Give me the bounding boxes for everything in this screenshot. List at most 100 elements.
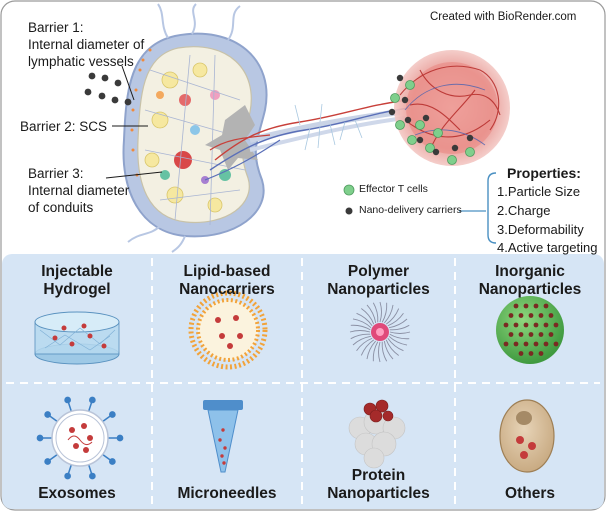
surface-dot [503, 322, 509, 328]
polymer-chain [389, 324, 410, 331]
surface-dot [528, 313, 534, 318]
property-2: 2.Charge [497, 203, 551, 218]
polymer-chain [352, 335, 372, 346]
exosome-spike-tip [116, 434, 124, 442]
category-exosomes-line-1: Exosomes [38, 485, 116, 502]
category-protein-line-1: Protein [351, 467, 406, 484]
property-4: 4.Active targeting [497, 240, 598, 255]
barrier-1-line-1: Barrier 1: [28, 20, 84, 35]
category-hydrogel: Injectable Hydrogel [4, 263, 150, 299]
polymer-chain [379, 301, 382, 323]
category-hydrogel-line-1: Injectable [41, 263, 113, 280]
polymer-chain [356, 312, 373, 327]
category-lipid-line-2: Nanocarriers [179, 281, 275, 298]
barrier-1-label: Barrier 1: Internal diameter of lymphati… [28, 19, 144, 70]
exosome-spike-tip [44, 458, 51, 465]
surface-dot [513, 322, 519, 328]
surface-dot [548, 313, 554, 318]
surface-dot [538, 351, 544, 356]
polymer-chain [381, 302, 388, 323]
category-protein: Protein Nanoparticles [304, 467, 453, 503]
surface-dot [523, 303, 529, 309]
polymer-chain [350, 333, 371, 340]
polymer-chain [381, 341, 388, 362]
polymer-chain [378, 341, 381, 363]
barrier-3-line-2: Internal diameter [28, 183, 130, 198]
category-inorganic-line-1: Inorganic [495, 263, 565, 280]
inorganic-nanoparticle-icon [496, 296, 564, 364]
barrier-3-line-1: Barrier 3: [28, 166, 84, 181]
polymer-chain [372, 302, 379, 323]
category-others-line-1: Others [505, 485, 555, 502]
surface-dot [533, 341, 539, 347]
polymer-chain [389, 331, 411, 334]
surface-dot [503, 341, 509, 347]
surface-dot [518, 351, 524, 356]
polymer-chain [389, 333, 410, 340]
exosome-spike-tip [109, 458, 116, 465]
polymer-chain [361, 308, 375, 325]
category-microneedles-line-1: Microneedles [177, 485, 277, 502]
property-3: 3.Deformability [497, 222, 584, 237]
polymer-chain [360, 339, 375, 356]
category-exosomes: Exosomes [4, 485, 150, 503]
category-inorganic: Inorganic Nanoparticles [457, 263, 603, 299]
exosome-spike-tip [89, 472, 96, 480]
polymer-chain [383, 340, 394, 360]
surface-dot [553, 322, 559, 328]
surface-dot [533, 303, 539, 309]
category-polymer-line-2: Nanoparticles [327, 281, 430, 298]
exosome-spike-tip [64, 396, 71, 404]
legend-carrier-icon [345, 207, 353, 215]
surface-dot [518, 332, 524, 337]
surface-dot [508, 332, 514, 337]
polymer-chain [372, 341, 379, 362]
lymph-node [122, 3, 268, 253]
surface-dot [543, 322, 549, 328]
surface-dot [528, 351, 534, 356]
properties-bracket [487, 172, 497, 244]
exosome-spike-tip [89, 396, 96, 404]
surface-dot [513, 341, 519, 347]
barrier-3-label: Barrier 3: Internal diameter of conduits [28, 165, 129, 216]
polymer-chain [387, 337, 404, 352]
surface-dot [528, 332, 534, 337]
barrier-1-line-2: Internal diameter of [28, 37, 145, 52]
surface-dot [543, 303, 549, 309]
surface-dot [543, 341, 549, 347]
category-polymer-line-1: Polymer [347, 263, 410, 280]
barrier-3-line-3: of conduits [28, 200, 94, 215]
barrier-pointers [105, 65, 163, 179]
polymer-chain [387, 313, 404, 327]
protein-nanoparticle-icon [348, 399, 406, 469]
category-inorganic-line-2: Nanoparticles [478, 281, 582, 298]
exosome-spike-tip [109, 411, 116, 418]
polymer-chain [388, 318, 408, 329]
category-hydrogel-line-2: Hydrogel [43, 281, 111, 298]
barrier-2-line-1: Barrier 2: SCS [20, 119, 108, 134]
polymer-chain [385, 308, 400, 325]
barrier-1-line-3: lymphatic vessels [28, 54, 134, 69]
properties-title: Properties: [507, 165, 581, 181]
polymer-chain [385, 339, 399, 356]
tumor [388, 50, 510, 166]
surface-dot [523, 322, 529, 328]
polymer-chain [352, 318, 372, 328]
vessels [204, 99, 411, 181]
polymer-chain [349, 330, 371, 333]
legend-carrier-label: Nano-delivery carriers [359, 204, 462, 216]
polymer-nanoparticle-icon [349, 301, 411, 363]
surface-dot [508, 313, 514, 318]
surface-dot [513, 303, 519, 309]
category-lipid: Lipid-based Nanocarriers [154, 263, 300, 299]
cell-icon [499, 399, 555, 473]
polymer-chain [366, 304, 377, 324]
legend-tcell-icon [343, 184, 355, 196]
exosome-spike-tip [36, 434, 44, 442]
barrier-2-label: Barrier 2: SCS [20, 118, 107, 135]
surface-dot [518, 313, 524, 318]
polymer-chain [356, 337, 373, 351]
surface-dot [533, 322, 539, 328]
